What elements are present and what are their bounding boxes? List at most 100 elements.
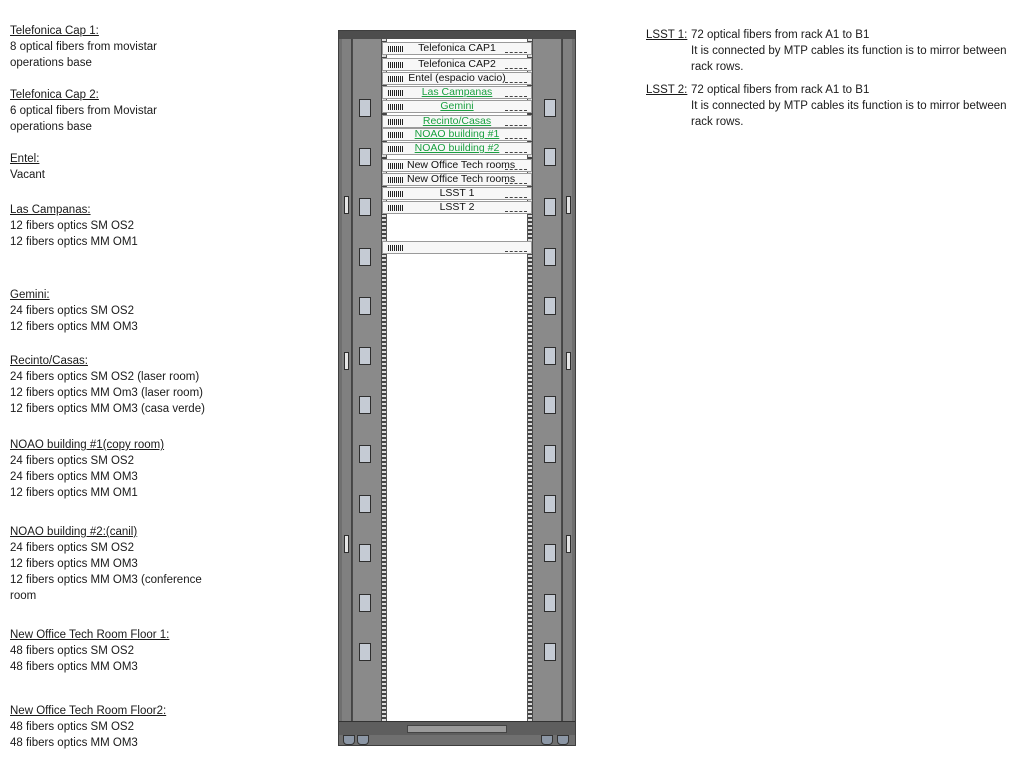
rack-slot	[544, 198, 556, 216]
section-line: 12 fibers optics MM OM3	[10, 321, 138, 333]
section-recinto-casas: Recinto/Casas: 24 fibers optics SM OS2 (…	[10, 353, 205, 417]
section-noao-building-2: NOAO building #2:(canil) 24 fibers optic…	[10, 524, 202, 604]
panel-divider	[505, 152, 527, 153]
rack-slot	[359, 643, 371, 661]
rack-slot	[544, 99, 556, 117]
lsst-note-line: rack rows.	[691, 116, 744, 128]
patch-ports-icon	[388, 90, 404, 96]
section-line: 12 fibers optics MM Om3 (laser room)	[10, 387, 203, 399]
lsst-note-line: It is connected by MTP cables its functi…	[691, 100, 1007, 112]
panel-divider	[505, 251, 527, 252]
section-new-office-floor-1: New Office Tech Room Floor 1: 48 fibers …	[10, 627, 169, 675]
rack-slot	[544, 495, 556, 513]
rack-side-slot	[566, 196, 571, 214]
patch-panel-new-office-2: New Office Tech rooms	[382, 173, 532, 186]
section-title: NOAO building #2:(canil)	[10, 526, 138, 538]
section-line: 24 fibers optics SM OS2	[10, 305, 134, 317]
rack-slot	[544, 148, 556, 166]
server-rack: Telefonica CAP1 Telefonica CAP2 Entel (e…	[338, 30, 576, 746]
patch-ports-icon	[388, 62, 404, 68]
section-line: Vacant	[10, 169, 45, 181]
section-line: 48 fibers optics SM OS2	[10, 645, 134, 657]
section-las-campanas: Las Campanas: 12 fibers optics SM OS2 12…	[10, 202, 138, 250]
patch-panel-label: New Office Tech rooms	[407, 173, 516, 185]
section-title: Telefonica Cap 2:	[10, 89, 99, 101]
rack-slot	[359, 198, 371, 216]
section-line: operations base	[10, 57, 92, 69]
section-title: New Office Tech Room Floor2:	[10, 705, 167, 717]
section-title: Gemini:	[10, 289, 50, 301]
section-line: 24 fibers optics MM OM3	[10, 471, 138, 483]
section-telefonica-cap2: Telefonica Cap 2: 6 optical fibers from …	[10, 87, 157, 135]
section-title: NOAO building #1(copy room)	[10, 439, 165, 451]
panel-divider	[505, 183, 527, 184]
section-line: 6 optical fibers from Movistar	[10, 105, 157, 117]
patch-panel-recinto-casas: Recinto/Casas	[382, 115, 532, 128]
panel-divider	[505, 82, 527, 83]
patch-ports-icon	[388, 177, 404, 183]
patch-panel-noao-building-2: NOAO building #2	[382, 142, 532, 155]
rack-slot	[359, 347, 371, 365]
rack-slot	[544, 544, 556, 562]
rack-slot	[359, 445, 371, 463]
rack-foot	[357, 735, 369, 745]
patch-panel-label: NOAO building #1	[414, 128, 500, 140]
rack-slot	[544, 248, 556, 266]
patch-ports-icon	[388, 104, 404, 110]
section-line: 24 fibers optics SM OS2	[10, 455, 134, 467]
rack-slot	[544, 297, 556, 315]
section-title: New Office Tech Room Floor 1:	[10, 629, 170, 641]
section-line: 12 fibers optics MM OM3	[10, 558, 138, 570]
rack-slot	[359, 248, 371, 266]
rack-side-slot	[566, 352, 571, 370]
rack-slot	[544, 445, 556, 463]
rack-slot	[359, 495, 371, 513]
rack-slot	[359, 148, 371, 166]
rack-mount-strip-left	[382, 39, 386, 721]
panel-divider	[505, 110, 527, 111]
patch-ports-icon	[388, 46, 404, 52]
section-line: 24 fibers optics SM OS2 (laser room)	[10, 371, 200, 383]
rack-mount-strip-right	[528, 39, 532, 721]
section-line: 12 fibers optics MM OM1	[10, 236, 138, 248]
patch-panel-label: Entel (espacio vacio)	[408, 72, 506, 84]
panel-divider	[505, 125, 527, 126]
rack-slot	[544, 347, 556, 365]
panel-divider	[505, 197, 527, 198]
panel-divider	[505, 138, 527, 139]
patch-panel-label: New Office Tech rooms	[407, 159, 516, 171]
rack-post-left	[352, 39, 382, 721]
section-gemini: Gemini: 24 fibers optics SM OS2 12 fiber…	[10, 287, 138, 335]
section-line: 48 fibers optics MM OM3	[10, 737, 138, 749]
patch-panel-label: Telefonica CAP1	[418, 42, 496, 54]
section-title: Las Campanas:	[10, 204, 91, 216]
panel-divider	[505, 96, 527, 97]
patch-panel-label: NOAO building #2	[414, 142, 500, 154]
patch-panel-label: Las Campanas	[421, 86, 493, 98]
patch-panel-lsst-1: LSST 1	[382, 187, 532, 200]
patch-panel-label: LSST 1	[439, 187, 475, 199]
rack-slot	[359, 544, 371, 562]
section-line: operations base	[10, 121, 92, 133]
patch-panel-noao-building-1: NOAO building #1	[382, 128, 532, 141]
section-line: 48 fibers optics SM OS2	[10, 721, 134, 733]
rack-side-slot	[566, 535, 571, 553]
panel-divider	[505, 211, 527, 212]
rack-foot	[343, 735, 355, 745]
lsst-note-line: 72 optical fibers from rack A1 to B1	[691, 29, 870, 41]
lsst-note-text: 72 optical fibers from rack A1 to B1 It …	[691, 27, 1034, 75]
lsst-note-label: LSST 2:	[646, 84, 688, 96]
section-title: Recinto/Casas:	[10, 355, 88, 367]
section-line: 12 fibers optics MM OM3 (conference	[10, 574, 202, 586]
patch-ports-icon	[388, 132, 404, 138]
patch-panel-label: Recinto/Casas	[422, 115, 492, 127]
patch-panel-telefonica-cap1: Telefonica CAP1	[382, 42, 532, 55]
rack-side-slot	[344, 535, 349, 553]
patch-panel-label: Telefonica CAP2	[418, 58, 496, 70]
rack-foot	[541, 735, 553, 745]
lsst-note-line: rack rows.	[691, 61, 744, 73]
patch-panel-gemini: Gemini	[382, 100, 532, 113]
patch-panel-las-campanas: Las Campanas	[382, 86, 532, 99]
rack-slot	[544, 396, 556, 414]
patch-ports-icon	[388, 146, 404, 152]
